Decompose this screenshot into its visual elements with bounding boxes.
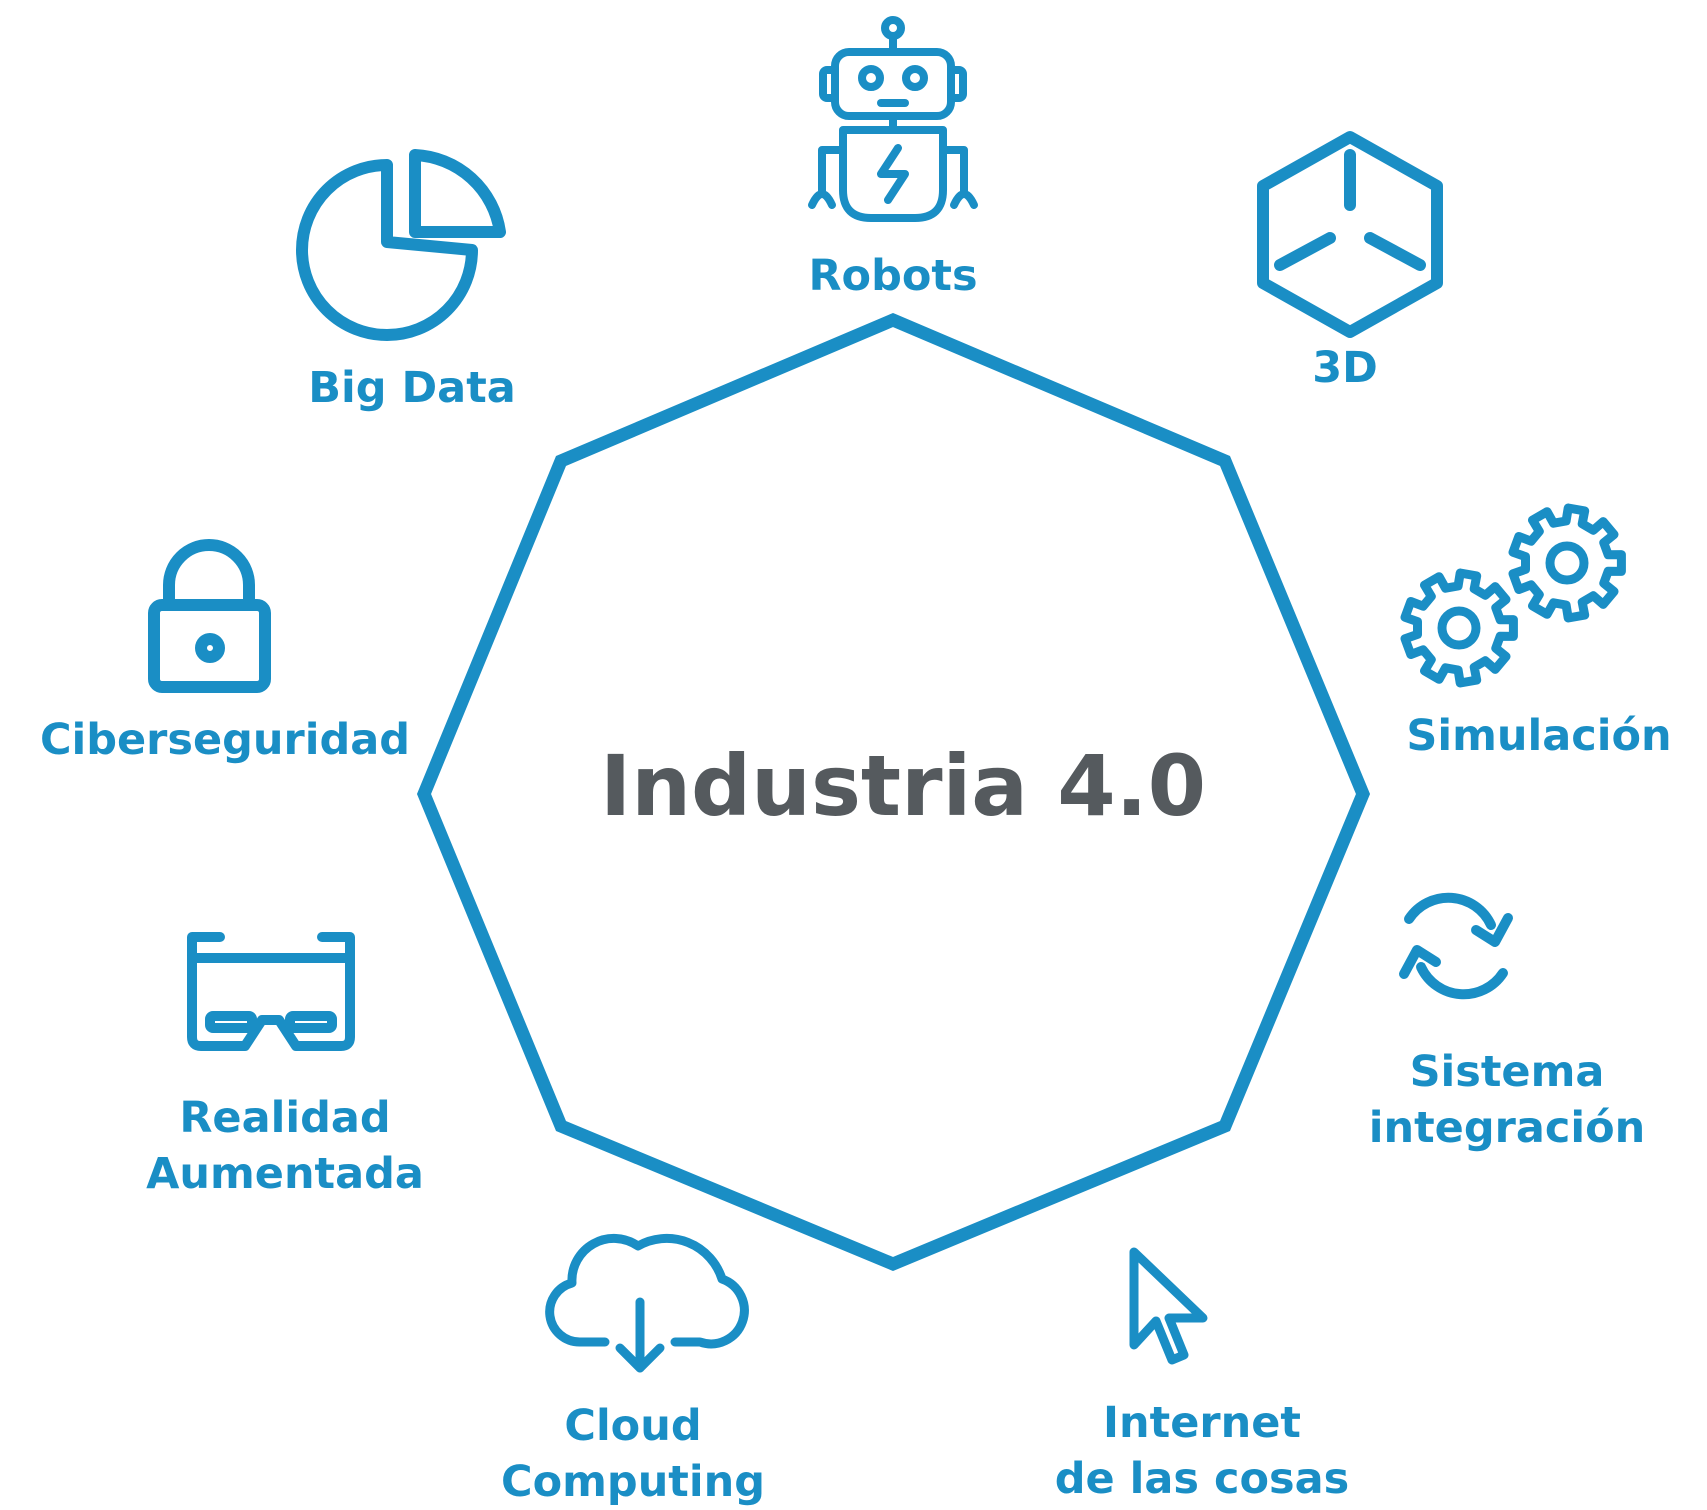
pie-chart-icon xyxy=(296,149,506,341)
label-line: Simulación xyxy=(1406,711,1672,761)
padlock-icon xyxy=(148,539,271,693)
label-line: Computing xyxy=(501,1457,765,1507)
gear-small-hole xyxy=(1437,606,1481,650)
diagram-title: Industria 4.0 xyxy=(599,737,1207,835)
label-line: Cloud xyxy=(564,1401,702,1451)
label-line: Sistema xyxy=(1409,1047,1605,1097)
label-internet-cosas: Internet de las cosas xyxy=(1055,1395,1349,1507)
ar-glasses-icon xyxy=(187,932,355,1051)
cursor-arrow-icon xyxy=(1129,1247,1208,1365)
label-line: Robots xyxy=(808,251,978,301)
sync-arrows-icon xyxy=(1399,892,1513,1000)
gear-small xyxy=(1400,568,1518,688)
label-ciberseguridad: Ciberseguridad xyxy=(40,712,410,768)
label-line: Aumentada xyxy=(146,1149,424,1199)
gears-icon xyxy=(1400,503,1626,688)
label-line: Big Data xyxy=(308,363,516,413)
label-line: Ciberseguridad xyxy=(39,715,411,765)
cube-3d-icon xyxy=(1257,131,1443,338)
label-line: Realidad xyxy=(179,1093,391,1143)
label-sistema-integracion: Sistema integración xyxy=(1369,1044,1645,1156)
cloud-download-icon xyxy=(545,1233,749,1373)
label-line: 3D xyxy=(1312,343,1378,393)
label-line: integración xyxy=(1368,1103,1646,1153)
central-polygon xyxy=(416,312,1371,1272)
gear-large xyxy=(1508,503,1626,623)
label-line: de las cosas xyxy=(1054,1454,1350,1504)
label-line: Internet xyxy=(1103,1398,1301,1448)
label-robots: Robots xyxy=(808,248,977,304)
label-simulacion: Simulación xyxy=(1406,708,1671,764)
label-3d: 3D xyxy=(1312,340,1378,396)
gear-large-hole xyxy=(1545,541,1589,585)
robot-icon xyxy=(808,16,978,222)
label-big-data: Big Data xyxy=(308,360,516,416)
